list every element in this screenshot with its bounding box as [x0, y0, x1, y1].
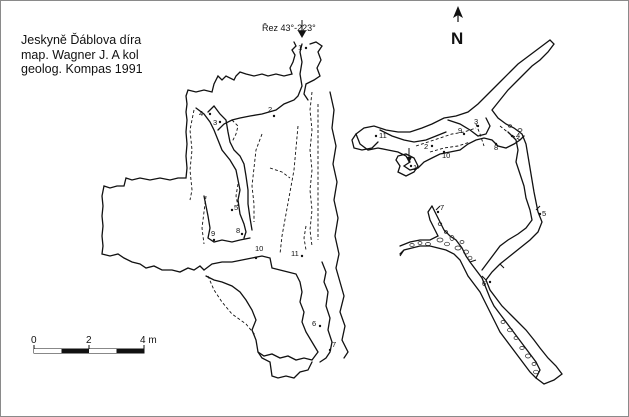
profile-dashed-2	[251, 133, 263, 222]
scale-segment-2	[61, 349, 89, 353]
plan-stations: 1 2 3 4 5 6 7 8 9 10 11	[374, 117, 546, 288]
title-line-2: map. Wagner J. A kol	[21, 47, 139, 62]
section-label: Řez 43°-223°	[262, 23, 316, 33]
plan-station: 6	[482, 279, 486, 288]
profile-dashed-3	[279, 125, 299, 255]
profile-station: 11	[291, 249, 299, 258]
scale-label-2: 2	[86, 335, 92, 346]
scale-label-0: 0	[31, 335, 37, 346]
plan-wall-lower-side	[399, 205, 439, 247]
north-arrow: N	[451, 6, 463, 48]
plan-dashed-4	[429, 141, 471, 153]
plan-station: 4	[516, 131, 520, 140]
profile-station: 7	[332, 340, 336, 349]
profile-dashed-11	[303, 225, 307, 251]
plan-wall-inner-top	[447, 117, 491, 137]
profile-wall-inner-2	[207, 105, 253, 231]
profile-wall-outer	[101, 41, 297, 273]
plan-rubble	[409, 124, 539, 375]
profile-wall-inner-3	[203, 195, 251, 243]
plan-station: 7	[440, 203, 444, 212]
plan-wall-upper-left	[355, 133, 525, 171]
plan-station: 2	[424, 142, 428, 151]
profile-wall-inner-1	[195, 107, 247, 239]
profile-dashed-9	[269, 167, 291, 179]
profile-section: Řez 43°-223° 1 2	[101, 20, 349, 379]
plan-station: 10	[442, 151, 450, 160]
profile-dashed-1	[231, 119, 239, 143]
profile-dashed-10	[201, 195, 207, 245]
plan-entrance-pit	[395, 153, 419, 177]
plan-wall-upper-chamber	[355, 39, 563, 385]
profile-wall-shaft-right	[303, 41, 323, 101]
scale-bar: 0 2 4 m	[31, 335, 157, 354]
profile-dashed-7	[235, 183, 239, 207]
profile-station: 9	[211, 229, 215, 238]
profile-dashed-6	[189, 109, 195, 201]
profile-station: 3	[213, 118, 217, 127]
profile-station: 8	[236, 226, 240, 235]
scale-segment-4	[116, 349, 144, 353]
profile-station: 4	[199, 109, 203, 118]
plan-wall-right-arm	[481, 131, 533, 271]
plan-station: 9	[458, 126, 462, 135]
profile-stations: 1 2 3 4 5 6 7 8 9 10 11	[199, 43, 336, 352]
profile-wall-lower-right	[319, 261, 333, 363]
profile-station: 10	[255, 244, 263, 253]
profile-station: 6	[312, 319, 316, 328]
title-line-3: geolog. Kompas 1991	[21, 62, 143, 76]
profile-station: 1	[298, 43, 302, 52]
scale-segment-1	[34, 349, 62, 353]
profile-wall-lower	[203, 255, 319, 361]
profile-dashed-8	[207, 275, 257, 337]
plan-station: 3	[474, 117, 478, 126]
profile-station: 2	[268, 105, 272, 114]
map-title: Jeskyně Ďáblova díra map. Wagner J. A ko…	[21, 33, 143, 77]
profile-dashed-4	[309, 91, 313, 247]
plan-entrance-arrow	[406, 148, 412, 163]
profile-station: 5	[234, 203, 238, 212]
profile-wall-right	[329, 91, 349, 359]
plan-section: N	[351, 6, 563, 385]
scale-segment-3	[89, 349, 117, 353]
profile-wall-shaft	[217, 43, 303, 131]
plan-station: 5	[542, 209, 546, 218]
plan-dashed-3	[499, 125, 521, 141]
plan-dashed-2	[475, 123, 485, 147]
plan-wall-left-bulb	[351, 133, 379, 151]
north-label: N	[451, 29, 463, 48]
plan-station: 8	[494, 143, 498, 152]
scale-label-4: 4 m	[140, 335, 157, 346]
plan-station: 1	[413, 163, 417, 172]
plan-hatch-ticks	[399, 205, 541, 281]
profile-floor	[257, 351, 313, 379]
plan-dashed-1	[415, 127, 477, 147]
title-line-1: Jeskyně Ďáblova díra	[21, 33, 142, 47]
plan-wall-lower-passage	[399, 205, 541, 380]
plan-station: 11	[379, 131, 387, 140]
plan-wall-upper-north	[379, 129, 447, 143]
entrance-arrow	[298, 20, 306, 38]
